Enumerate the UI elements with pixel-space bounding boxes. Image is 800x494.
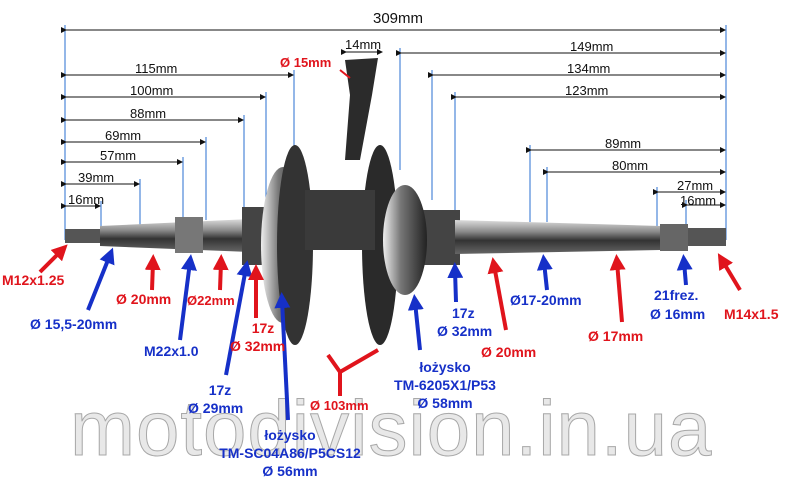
arrow <box>407 294 424 351</box>
label-d17: Ø 17mm <box>588 328 644 344</box>
label-d17-20: Ø17-20mm <box>510 292 582 308</box>
dim-left-100: 100mm <box>130 83 174 98</box>
dim-right-134: 134mm <box>567 61 611 76</box>
label-d32-blue: Ø 32mm <box>437 323 493 339</box>
dim-pin-width: 14mm <box>345 37 382 52</box>
arrow <box>447 262 464 303</box>
label-pin-diameter: Ø 15mm <box>280 55 332 70</box>
dim-right-89: 89mm <box>605 136 642 151</box>
label-d22: Ø22mm <box>187 293 235 308</box>
dim-left-115: 115mm <box>135 61 178 76</box>
label-17z-blue-left: 17z <box>208 382 232 398</box>
dim-left-57: 57mm <box>100 148 137 163</box>
label-bearing-right-1: łożysko <box>419 359 471 375</box>
dim-overall: 309mm <box>373 10 424 27</box>
label-bearing-left-2: TM-SC04A86/P5CS12 <box>219 445 361 461</box>
arrow <box>536 254 553 291</box>
dim-left-16: 16mm <box>68 192 105 207</box>
arrow <box>676 254 693 286</box>
dimension-lines <box>61 27 726 209</box>
dim-left-69: 69mm <box>105 128 142 143</box>
watermark: motodivision.in.ua <box>69 384 713 472</box>
label-d103: Ø 103mm <box>310 398 369 413</box>
label-bearing-left-3: Ø 56mm <box>262 463 318 479</box>
dim-left-39: 39mm <box>78 170 115 185</box>
arrow <box>717 253 742 292</box>
arrow <box>224 260 253 376</box>
label-bearing-left-1: łożysko <box>264 427 316 443</box>
dim-right-80: 80mm <box>612 158 649 173</box>
arrow <box>144 254 161 291</box>
dim-right-27: 27mm <box>677 178 714 193</box>
dim-right-16: 16mm <box>680 193 717 208</box>
label-d32-red: Ø 32mm <box>230 338 286 354</box>
arrow <box>38 244 68 274</box>
dim-right-149: 149mm <box>570 39 614 54</box>
arrow <box>326 348 380 396</box>
arrow <box>609 254 626 323</box>
label-d15-20: Ø 15,5-20mm <box>30 316 118 332</box>
label-17z-blue-right: 17z <box>452 305 475 321</box>
arrow <box>86 247 115 311</box>
arrow <box>487 257 508 331</box>
arrow <box>178 254 197 341</box>
label-d16: Ø 16mm <box>650 306 706 322</box>
arrow <box>212 254 229 291</box>
label-d20-left: Ø 20mm <box>116 291 172 307</box>
arrow <box>339 69 351 79</box>
label-d29: Ø 29mm <box>188 400 244 416</box>
label-m22: M22x1.0 <box>144 343 199 359</box>
label-m14: M14x1.5 <box>724 306 779 322</box>
arrow <box>274 292 291 421</box>
crankshaft-shape <box>65 58 726 345</box>
label-m12: M12x1.25 <box>2 272 65 288</box>
extension-lines <box>64 25 727 240</box>
label-bearing-right-3: Ø 58mm <box>417 395 473 411</box>
dim-left-88: 88mm <box>130 106 167 121</box>
label-bearing-right-2: TM-6205X1/P53 <box>394 377 496 393</box>
label-frez: 21frez. <box>654 287 699 303</box>
label-17z-red: 17z <box>251 320 275 336</box>
label-d20-right: Ø 20mm <box>481 344 537 360</box>
dim-right-123: 123mm <box>565 83 609 98</box>
